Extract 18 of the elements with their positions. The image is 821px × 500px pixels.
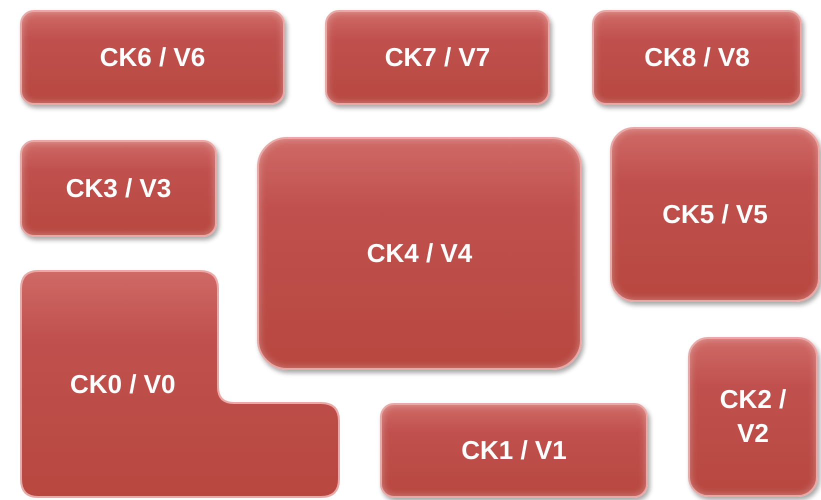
floorplan-block [380,403,648,498]
block-label: CK1 / V1 [461,434,567,467]
floorplan-block [20,140,217,237]
floorplan-block [20,270,340,498]
block-label: CK7 / V7 [384,40,490,74]
floorplan-block [610,127,820,302]
floorplan-block [257,137,582,370]
floorplan-block [688,337,818,497]
floorplan-block [592,10,802,105]
floorplan-block [20,10,285,105]
block-label: CK2 / V2 [718,383,788,450]
block-label: CK0 / V0 [70,368,176,401]
floorplan-block [325,10,550,105]
block-label: CK5 / V5 [662,198,768,231]
block-label: CK4 / V4 [366,236,472,270]
block-label: CK3 / V3 [66,172,172,205]
block-label: CK6 / V6 [100,40,206,74]
block-label: CK8 / V8 [644,40,750,74]
